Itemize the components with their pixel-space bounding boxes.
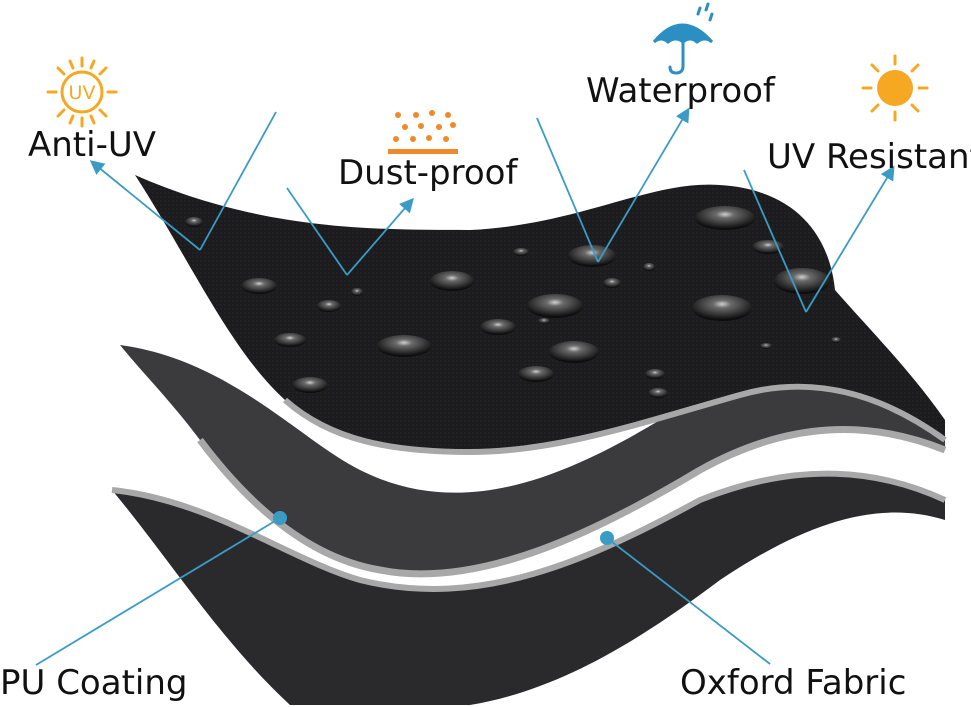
dust-proof-label: Dust-proof — [338, 153, 518, 193]
water-droplet — [241, 278, 277, 294]
water-droplet — [643, 263, 655, 271]
uv-resistant-arrow — [805, 165, 895, 313]
water-droplet — [185, 217, 203, 227]
oxford-fabric-dot — [600, 531, 614, 545]
water-droplet — [292, 377, 328, 393]
water-droplet — [518, 366, 554, 382]
dust-proof-arrow — [346, 197, 414, 276]
water-droplet — [351, 288, 363, 296]
water-droplet — [648, 388, 668, 398]
dust-proof-leader — [286, 187, 348, 276]
water-droplet — [430, 271, 474, 291]
pu-coating-layer — [120, 345, 947, 578]
water-droplet — [831, 337, 841, 343]
leader-lines — [35, 107, 895, 666]
water-droplet — [549, 341, 599, 363]
oxford-fabric-label: Oxford Fabric — [680, 663, 907, 703]
water-droplet — [760, 343, 772, 349]
water-droplet — [774, 268, 830, 294]
oxford-fabric-leader — [606, 537, 771, 665]
waterproof-label: Waterproof — [586, 71, 775, 111]
water-droplet — [377, 335, 431, 357]
waterproof-leader — [536, 117, 599, 263]
uv-sun-icon: UV — [46, 56, 118, 128]
pu-coating-label: PU Coating — [0, 663, 188, 703]
pu-coating-leader — [35, 517, 281, 666]
pu-coating-dot — [273, 511, 287, 525]
dust-particles-icon — [388, 110, 458, 154]
uv-resistant-label: UV Resistant — [767, 137, 971, 177]
water-droplet — [692, 295, 752, 321]
water-droplet — [645, 369, 665, 379]
uv-badge-text: UV — [69, 82, 96, 104]
water-droplets — [185, 206, 841, 398]
umbrella-rain-icon — [652, 2, 714, 75]
sun-icon — [861, 54, 929, 122]
water-droplet — [538, 318, 550, 324]
water-droplet — [513, 248, 529, 256]
anti-uv-label: Anti-UV — [28, 125, 156, 165]
water-droplet — [603, 278, 621, 288]
anti-uv-arrow — [89, 160, 201, 251]
uv-resistant-leader — [743, 169, 807, 313]
waterproof-arrow — [597, 107, 690, 263]
water-droplet — [274, 333, 306, 347]
water-droplet — [317, 300, 341, 312]
water-droplet — [695, 206, 755, 230]
water-droplet — [480, 319, 516, 335]
water-droplet — [527, 294, 583, 318]
anti-uv-leader — [199, 111, 277, 251]
